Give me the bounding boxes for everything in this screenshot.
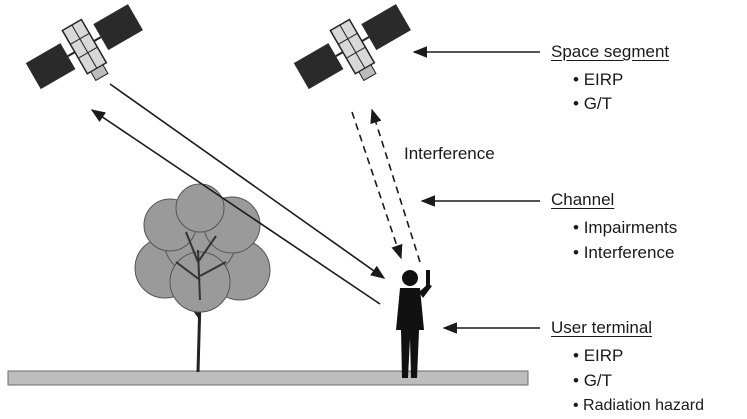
satellite-right xyxy=(293,4,411,90)
downlink-arrow xyxy=(90,109,381,305)
tree xyxy=(134,183,271,373)
space-segment-title: Space segment xyxy=(551,42,670,61)
channel-item: Interference xyxy=(573,243,675,263)
user-terminal-item: Radiation hazard xyxy=(573,396,704,416)
interference-label: Interference xyxy=(404,144,495,163)
uplink-arrow xyxy=(109,83,386,279)
channel-item: Impairments xyxy=(573,218,678,238)
user-terminal-item: EIRP xyxy=(573,346,624,366)
interference-arrow-up xyxy=(370,108,421,263)
user-terminal-title: User terminal xyxy=(551,318,653,337)
channel-title: Channel xyxy=(551,190,615,209)
satellite-left xyxy=(25,4,143,90)
user-person xyxy=(396,270,432,378)
space-segment-item: G/T xyxy=(573,94,612,114)
interference-arrow-down xyxy=(351,111,403,260)
user-terminal-item: G/T xyxy=(573,371,612,391)
ground xyxy=(7,370,529,386)
space-segment-item: EIRP xyxy=(573,70,624,90)
